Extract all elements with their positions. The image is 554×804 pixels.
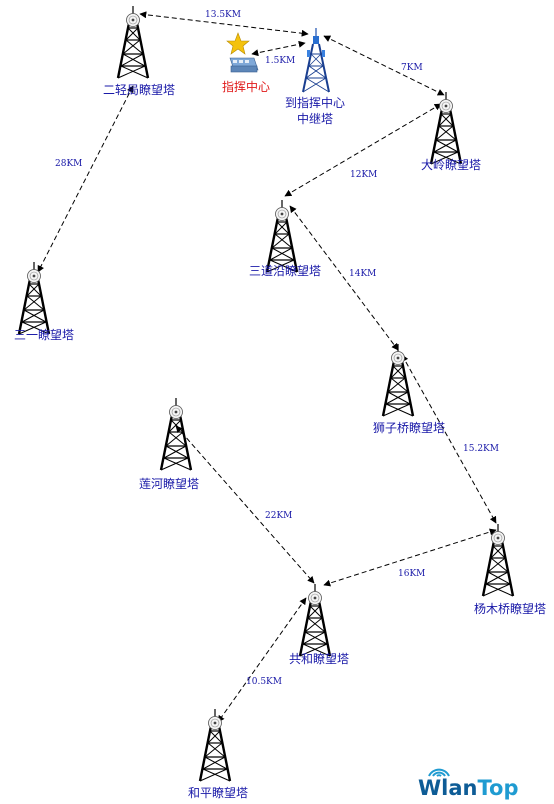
wlantop-logo: WlanTop (418, 764, 518, 800)
distance-label: 13.5KM (205, 10, 241, 20)
distance-label: 12KM (350, 170, 377, 180)
wifi-arcs-icon (428, 768, 450, 777)
tower-icon (481, 522, 515, 598)
distance-label: 7KM (401, 63, 423, 73)
tower-sandaoyan: 三道沿瞭望塔 (249, 198, 321, 278)
tower-relay: 到指挥中心 中继塔 (285, 28, 349, 126)
tower-label: 和平瞭望塔 (188, 786, 248, 800)
distance-label: 10.5KM (246, 677, 282, 687)
tower-lianhe: 莲河瞭望塔 (139, 396, 199, 491)
relay-tower-icon (302, 28, 330, 93)
tower-label: 共和瞭望塔 (289, 652, 349, 666)
tower-daling: 大岭瞭望塔 (421, 90, 481, 172)
link-yangmuqiao-gonghe (323, 528, 497, 587)
logo-top: Top (477, 776, 519, 800)
command-center-label: 指挥中心 (222, 79, 270, 94)
distance-label: 1.5KM (265, 56, 295, 66)
link-relay-daling (323, 35, 445, 96)
tower-icon (381, 342, 415, 418)
tower-label: 三道沿瞭望塔 (249, 264, 321, 278)
tower-icon (116, 4, 150, 80)
tower-label: 到指挥中心 中继塔 (285, 95, 349, 126)
tower-heping: 和平瞭望塔 (188, 707, 248, 800)
link-shiziqiao-yangmuqiao (401, 354, 497, 524)
tower-label: 大岭瞭望塔 (421, 158, 481, 172)
tower-label: 莲河瞭望塔 (139, 477, 199, 491)
distance-label: 15.2KM (463, 444, 499, 454)
tower-label-line: 到指挥中心 (285, 95, 345, 110)
link-gonghe-heping (217, 597, 307, 723)
tower-icon (429, 90, 463, 166)
tower-label: 狮子桥瞭望塔 (373, 421, 445, 435)
tower-icon (265, 198, 299, 274)
link-daling-sandaoyan (284, 103, 442, 197)
distance-label: 22KM (265, 511, 292, 521)
tower-label: 三一瞭望塔 (14, 328, 74, 342)
tower-label-line: 中继塔 (297, 111, 333, 126)
link-lianhe-gonghe (175, 425, 315, 584)
links (37, 11, 497, 723)
distance-label: 14KM (349, 269, 376, 279)
tower-icon (298, 582, 332, 658)
logo-wlan: Wlan (418, 776, 478, 800)
link-erqingju-sanyi (37, 85, 134, 273)
link-erqingju-relay (139, 11, 309, 37)
command-center: 指挥中心 (222, 32, 270, 94)
distance-label: 28KM (55, 159, 82, 169)
tower-label: 杨木桥瞭望塔 (474, 601, 546, 616)
tower-icon (159, 396, 193, 472)
tower-icon (198, 707, 232, 783)
link-sandaoyan-shiziqiao (289, 205, 399, 351)
distance-labels: 13.5KM 1.5KM 7KM 12KM 28KM 14KM 15.2KM 1… (55, 10, 499, 687)
link-center-relay (251, 40, 306, 57)
building-icon (229, 57, 259, 73)
tower-gonghe: 共和瞭望塔 (289, 582, 349, 666)
wlantop-logo-text: WlanTop (418, 776, 518, 800)
tower-label: 二轻局瞭望塔 (103, 83, 175, 97)
tower-yangmuqiao: 杨木桥瞭望塔 (474, 522, 546, 616)
tower-sanyi: 三一瞭望塔 (14, 260, 74, 342)
tower-icon (17, 260, 51, 336)
tower-erqingju: 二轻局瞭望塔 (103, 4, 175, 97)
distance-label: 16KM (398, 569, 425, 579)
star-icon (226, 32, 250, 55)
tower-shiziqiao: 狮子桥瞭望塔 (373, 342, 445, 435)
